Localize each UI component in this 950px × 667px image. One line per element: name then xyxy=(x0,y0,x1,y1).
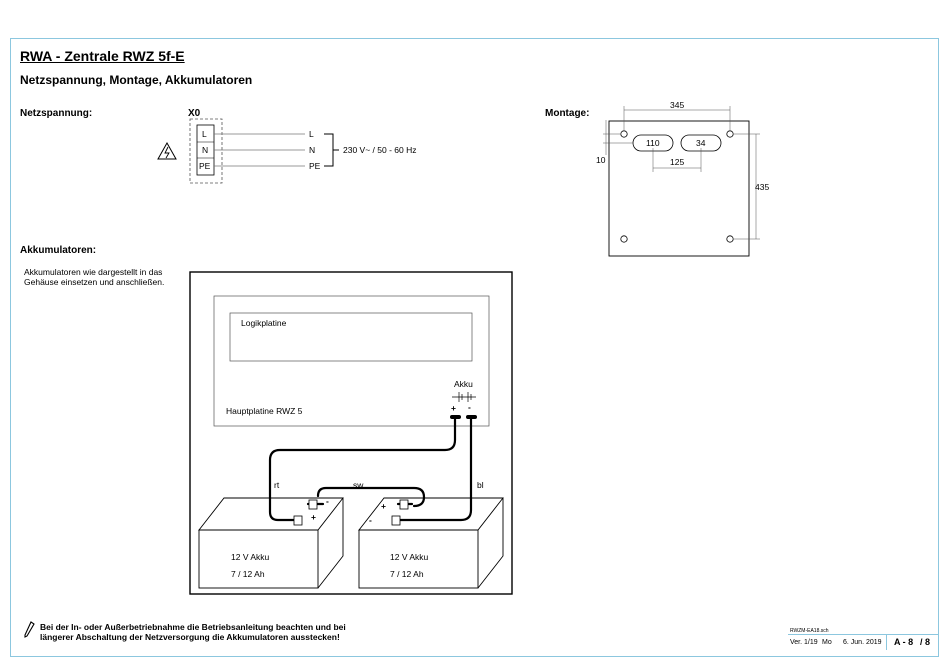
main-board xyxy=(213,295,490,427)
dim-width: 345 xyxy=(670,100,685,110)
dim-left: 10 xyxy=(596,155,606,165)
dim-height: 435 xyxy=(755,182,770,192)
connector-housing xyxy=(189,118,223,184)
dimension-lines xyxy=(603,106,760,240)
minus-terminal xyxy=(466,415,477,419)
cable-bl xyxy=(396,417,473,522)
cable-rt xyxy=(268,417,457,522)
page-title: RWA - Zentrale RWZ 5f-E xyxy=(20,48,185,64)
warning-text: Bei der In- oder Außerbetriebnahme die B… xyxy=(40,622,346,642)
connector-label: X0 xyxy=(188,108,201,119)
line-pe: PE xyxy=(309,161,321,171)
footer-block xyxy=(788,634,938,651)
page-subtitle: Netzspannung, Montage, Akkumulatoren xyxy=(20,73,253,87)
terminal-pe: PE xyxy=(199,161,211,171)
footer-page: A - 8 xyxy=(894,637,914,647)
plus-terminal xyxy=(450,415,461,419)
footer-date: 6. Jun. 2019 xyxy=(843,639,882,646)
pen-icon xyxy=(24,621,35,638)
mount-hole xyxy=(726,130,734,138)
high-voltage-icon xyxy=(157,141,177,160)
mounting-plate xyxy=(608,120,750,257)
footer-file: RWZM-EA18.sch xyxy=(790,628,829,634)
section-montage: Montage: xyxy=(545,108,590,119)
section-akkumulatoren: Akkumulatoren: xyxy=(20,245,97,256)
dim-slot1: 110 xyxy=(646,138,660,148)
footer-day: Mo xyxy=(822,639,832,646)
battery1-plus: + xyxy=(311,512,316,522)
battery2-capacity: 7 / 12 Ah xyxy=(390,569,424,579)
battery-right xyxy=(358,497,504,589)
section-netzspannung: Netzspannung: xyxy=(20,108,93,119)
plus-sign: + xyxy=(451,403,456,413)
mount-hole xyxy=(620,130,628,138)
terminal-l: L xyxy=(202,129,207,139)
minus-sign: - xyxy=(468,402,471,412)
main-board-label: Hauptplatine RWZ 5 xyxy=(226,406,303,416)
wire-rt-label: rt xyxy=(274,480,280,490)
line-l: L xyxy=(309,129,314,139)
wire-sw-label: sw xyxy=(353,480,364,490)
cable-sw xyxy=(316,486,426,508)
dim-slot2: 34 xyxy=(696,138,706,148)
terminal-n: N xyxy=(202,145,209,155)
mains-voltage: 230 V~ / 50 - 60 Hz xyxy=(343,145,417,155)
line-n: N xyxy=(309,145,316,155)
wire-bl-label: bl xyxy=(477,480,484,490)
mount-hole xyxy=(726,235,734,243)
footer-version: Ver. 1/19 xyxy=(790,639,818,646)
voltage-bracket xyxy=(324,133,339,167)
battery-plugs xyxy=(293,499,409,526)
battery2-plus: + xyxy=(381,501,386,511)
dim-offset: 125 xyxy=(670,157,685,167)
akku-connector-label: Akku xyxy=(454,379,473,389)
battery1-name: 12 V Akku xyxy=(231,552,270,562)
battery-left xyxy=(198,497,344,589)
logic-board-label: Logikplatine xyxy=(241,318,287,328)
battery1-capacity: 7 / 12 Ah xyxy=(231,569,265,579)
housing-outline xyxy=(189,271,513,595)
logic-board xyxy=(229,312,473,362)
akku-instructions: Akkumulatoren wie dargestellt in das Geh… xyxy=(24,267,165,287)
footer-total: / 8 xyxy=(920,637,931,647)
mount-hole xyxy=(620,235,628,243)
battery2-minus: - xyxy=(369,515,372,525)
battery1-minus: - xyxy=(326,496,329,506)
battery-symbol xyxy=(452,392,476,402)
battery2-name: 12 V Akku xyxy=(390,552,429,562)
page-frame xyxy=(10,38,939,657)
